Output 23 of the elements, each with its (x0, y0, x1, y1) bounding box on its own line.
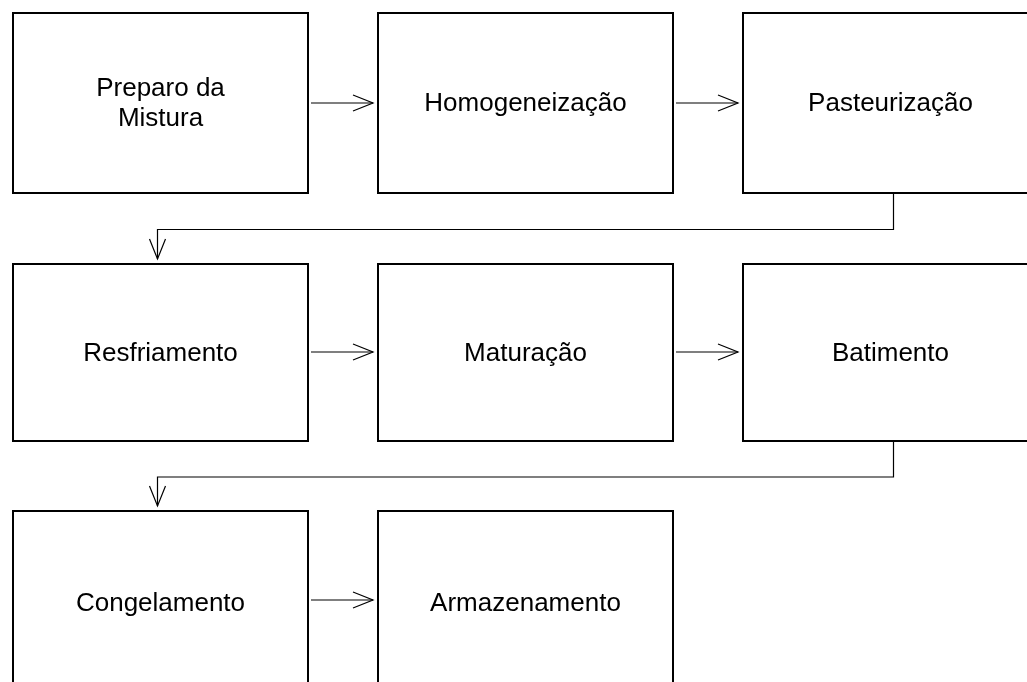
step-label: Preparo da Mistura (95, 73, 226, 133)
step-label: Congelamento (75, 587, 246, 618)
step-label: Resfriamento (83, 337, 238, 368)
arrow (675, 343, 739, 361)
step-label: Armazenamento (430, 587, 621, 618)
process-box (12, 12, 309, 194)
arrow (310, 343, 374, 361)
step-label: Maturação (464, 337, 587, 368)
arrow (148, 441, 895, 507)
process-box (742, 263, 1027, 442)
process-box (742, 12, 1027, 194)
process-box (377, 510, 674, 682)
arrow (148, 193, 895, 260)
arrow (310, 94, 374, 112)
process-box (12, 263, 309, 442)
step-label: Batimento (831, 337, 950, 368)
arrow (310, 591, 374, 609)
step-label: Pasteurização (808, 88, 973, 118)
process-box (377, 12, 674, 194)
process-box (12, 510, 309, 682)
step-label: Homogeneização (424, 88, 627, 118)
arrow (675, 94, 739, 112)
process-box (377, 263, 674, 442)
